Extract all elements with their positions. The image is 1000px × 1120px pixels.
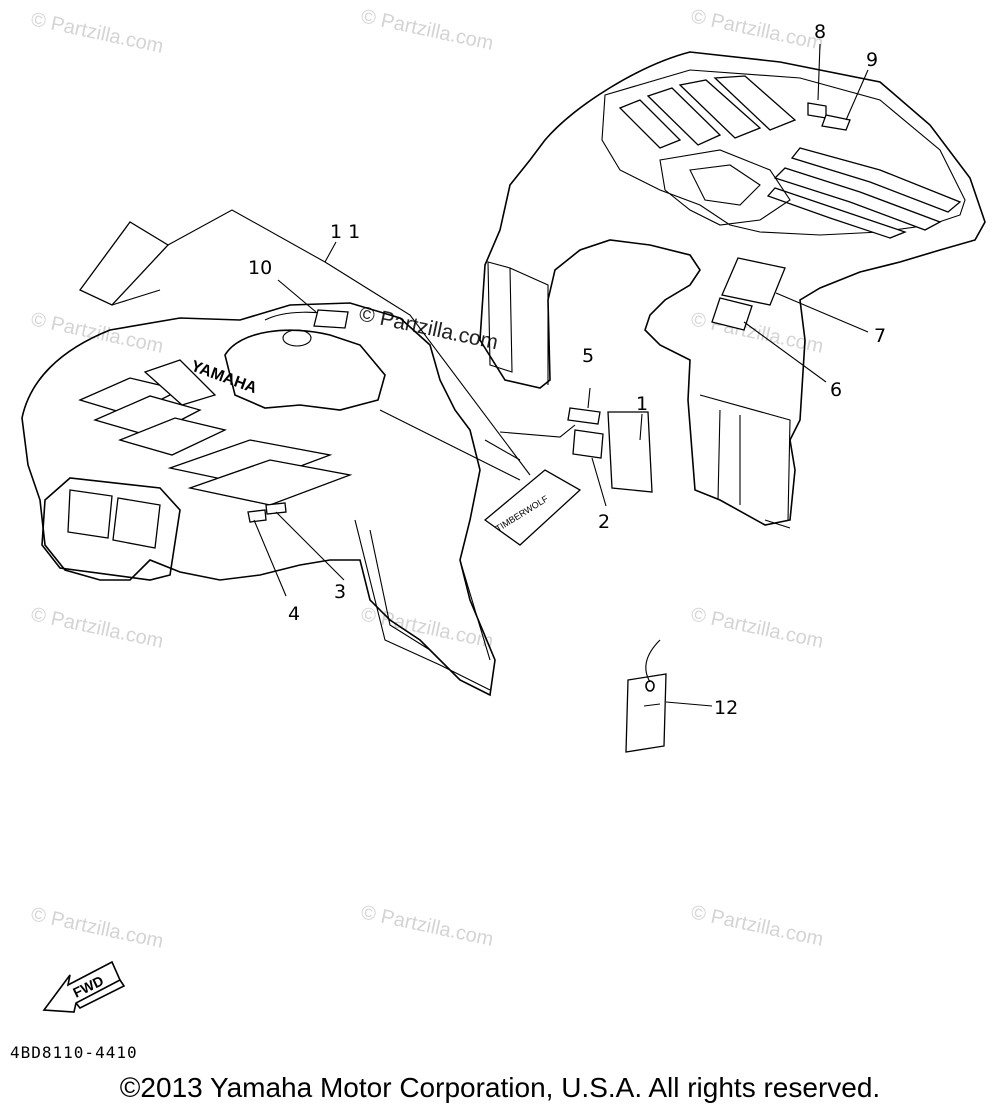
decal-5 <box>567 407 601 425</box>
watermark: © Partzilla.com <box>689 603 825 653</box>
watermark-dark: © Partzilla.com <box>357 302 500 354</box>
watermark: © Partzilla.com <box>29 308 165 358</box>
decal-8 <box>807 102 827 119</box>
decal-9 <box>821 114 851 131</box>
decal-10 <box>313 309 349 329</box>
fwd-arrow: FWD <box>42 960 126 1013</box>
callout-10: 10 <box>248 257 272 279</box>
tag-12 <box>625 639 667 753</box>
callout-6: 6 <box>830 379 842 401</box>
decal-3 <box>265 502 287 515</box>
watermark: © Partzilla.com <box>29 903 165 953</box>
headlight-right <box>112 497 161 549</box>
callout-7: 7 <box>874 325 886 347</box>
decal-7 <box>721 257 786 306</box>
decal-1 <box>607 411 653 493</box>
watermark: © Partzilla.com <box>29 603 165 653</box>
callouts: 8 9 1 1 10 7 5 6 1 2 3 4 12 <box>248 21 886 719</box>
copyright-notice: ©2013 Yamaha Motor Corporation, U.S.A. A… <box>119 1072 881 1103</box>
rear-fender <box>479 51 986 529</box>
watermark: © Partzilla.com <box>359 901 495 951</box>
timberwolf-decal <box>483 469 582 546</box>
decal-4 <box>247 509 267 523</box>
watermark: © Partzilla.com <box>29 8 165 58</box>
callout-11: 1 1 <box>330 221 360 243</box>
callout-9: 9 <box>866 49 878 71</box>
watermark: © Partzilla.com <box>359 5 495 55</box>
callout-4: 4 <box>288 603 300 625</box>
watermarks: © Partzilla.com © Partzilla.com © Partzi… <box>29 5 825 953</box>
headlight-left <box>67 489 113 539</box>
callout-12: 12 <box>714 697 738 719</box>
callout-3: 3 <box>334 581 346 603</box>
decal-2 <box>572 429 604 459</box>
leader-lines <box>253 43 869 707</box>
part-number: 4BD8110-4410 <box>10 1043 138 1062</box>
front-fender: YAMAHA <box>21 302 496 697</box>
callout-8: 8 <box>814 21 826 43</box>
watermark: © Partzilla.com <box>689 901 825 951</box>
callout-5: 5 <box>582 345 594 367</box>
decal-6 <box>711 297 753 331</box>
callout-1: 1 <box>636 393 648 415</box>
loose-decals <box>567 407 653 493</box>
decal-11-group: TIMBERWOLF <box>79 209 582 546</box>
callout-2: 2 <box>598 511 610 533</box>
watermark: © Partzilla.com <box>689 5 825 55</box>
